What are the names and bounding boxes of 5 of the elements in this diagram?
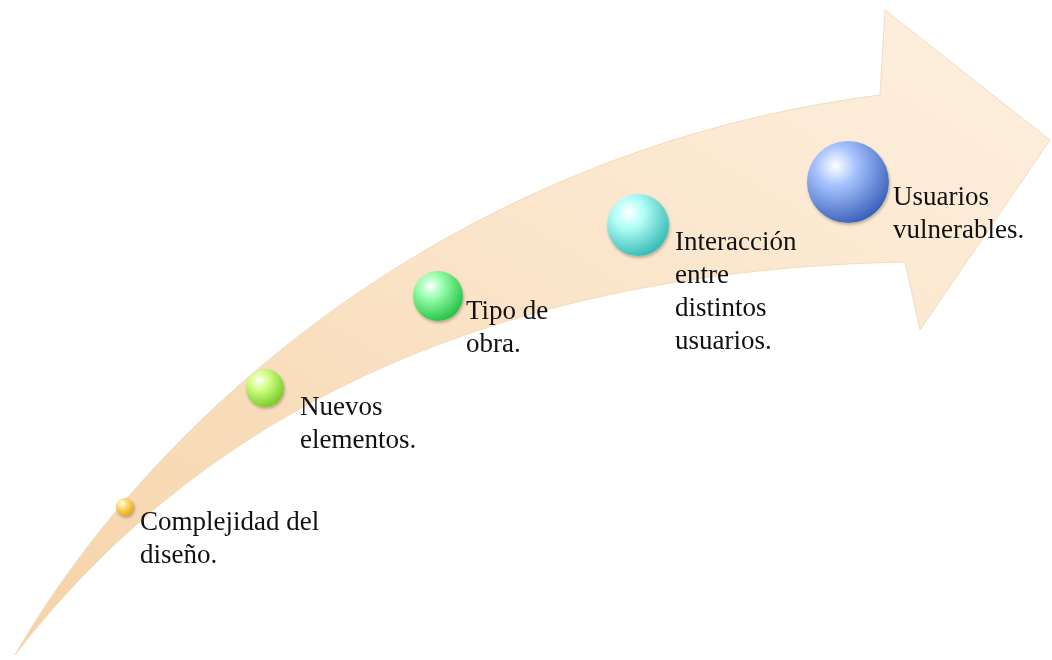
item-label: Complejidad del diseño.	[140, 505, 321, 571]
item-label: Nuevos elementos.	[300, 390, 418, 456]
item-label: Interacción entre distintos usuarios.	[675, 225, 798, 357]
item-label: Usuarios vulnerables.	[893, 180, 1026, 246]
item-label: Tipo de obra.	[466, 294, 550, 360]
